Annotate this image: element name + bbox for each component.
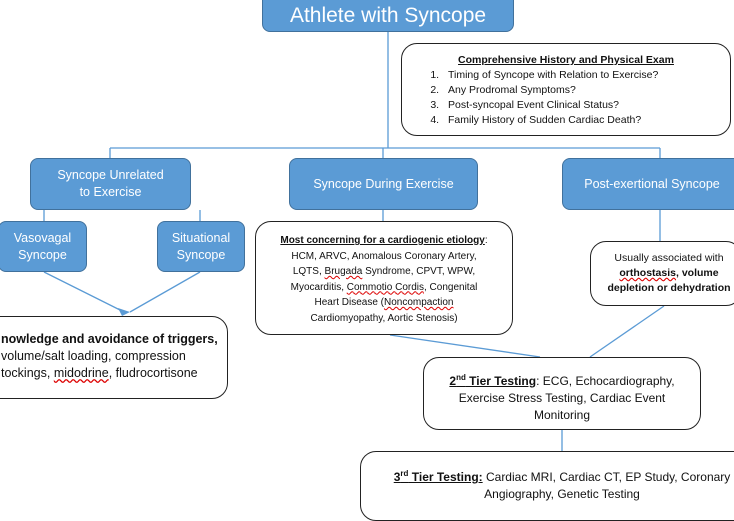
- title-node: Athlete with Syncope: [262, 0, 514, 32]
- tier2-line-2: Exercise Stress Testing, Cardiac Event: [458, 391, 666, 405]
- history-item: Any Prodromal Symptoms?: [442, 83, 720, 98]
- cardiogenic-line-1: HCM, ARVC, Anomalous Coronary Artery,: [291, 250, 477, 262]
- tier3-label: 3rd Tier Testing:: [393, 469, 483, 484]
- title-text: Athlete with Syncope: [289, 3, 487, 27]
- triggers-management-box: nowledge and avoidance of triggers, volu…: [0, 316, 228, 399]
- tier3-testing-box: 3rd Tier Testing: Cardiac MRI, Cardiac C…: [360, 451, 734, 521]
- orthostasis-box: Usually associated with orthostasis, vol…: [590, 241, 734, 306]
- midodrine-term: midodrine: [53, 366, 109, 380]
- node-syncope-during-label: Syncope During Exercise: [313, 176, 454, 191]
- connector-lines: [43, 32, 665, 451]
- history-list: Timing of Syncope with Relation to Exerc…: [412, 68, 720, 128]
- node-syncope-unrelated-label: Syncope Unrelated to Exercise: [57, 168, 164, 199]
- connector-orthostasis-tier2: [589, 305, 665, 358]
- arrowhead-triggers: [118, 308, 130, 316]
- orthostasis-line-3: depletion or dehydration: [607, 282, 731, 294]
- cardiogenic-etiology-box: Most concerning for a cardiogenic etiolo…: [255, 221, 513, 335]
- orthostasis-line-2: orthostasis, volume: [619, 267, 719, 279]
- connector-situational-triggers: [129, 271, 201, 313]
- triggers-line-2: volume/salt loading, compression: [1, 349, 186, 363]
- connector-vasovagal-triggers: [43, 271, 125, 313]
- connector-cardiogenic-tier2: [389, 334, 541, 358]
- node-post-exertional-label: Post-exertional Syncope: [584, 176, 720, 191]
- cardiogenic-line-4: Heart Disease (Noncompaction: [314, 297, 454, 308]
- node-syncope-during: Syncope During Exercise: [289, 158, 478, 210]
- orthostasis-line-1: Usually associated with: [614, 252, 724, 264]
- cardiogenic-line-2: LQTS, Brugada Syndrome, CPVT, WPW,: [292, 266, 476, 277]
- node-situational-label: Situational Syncope: [171, 230, 231, 262]
- history-item: Family History of Sudden Cardiac Death?: [442, 113, 720, 128]
- node-vasovagal: Vasovagal Syncope: [0, 221, 87, 272]
- tier3-line-1: 3rd Tier Testing: Cardiac MRI, Cardiac C…: [393, 469, 731, 484]
- history-item: Post-syncopal Event Clinical Status?: [442, 98, 720, 113]
- triggers-line-1: nowledge and avoidance of triggers,: [1, 332, 218, 346]
- node-situational: Situational Syncope: [157, 221, 245, 272]
- node-vasovagal-label: Vasovagal Syncope: [13, 230, 72, 262]
- tier2-line-1: 2nd Tier Testing: ECG, Echocardiography,: [449, 373, 675, 388]
- cardiogenic-line-5: Cardiomyopathy, Aortic Stenosis): [310, 312, 458, 324]
- tier2-line-3: Monitoring: [533, 408, 591, 422]
- history-exam-box: Comprehensive History and Physical Exam …: [401, 43, 731, 136]
- tier2-label: 2nd Tier Testing: [449, 373, 537, 388]
- history-heading: Comprehensive History and Physical Exam: [458, 54, 674, 66]
- cardiogenic-line-3: Myocarditis, Commotio Cordis, Congenital: [290, 281, 478, 293]
- tier2-testing-box: 2nd Tier Testing: ECG, Echocardiography,…: [423, 357, 701, 430]
- cardiogenic-heading: Most concerning for a cardiogenic etiolo…: [280, 235, 488, 246]
- history-item: Timing of Syncope with Relation to Exerc…: [442, 68, 720, 83]
- node-syncope-unrelated: Syncope Unrelated to Exercise: [30, 158, 191, 210]
- triggers-line-3: tockings, midodrine, fludrocortisone: [1, 366, 198, 380]
- node-post-exertional: Post-exertional Syncope: [562, 158, 734, 210]
